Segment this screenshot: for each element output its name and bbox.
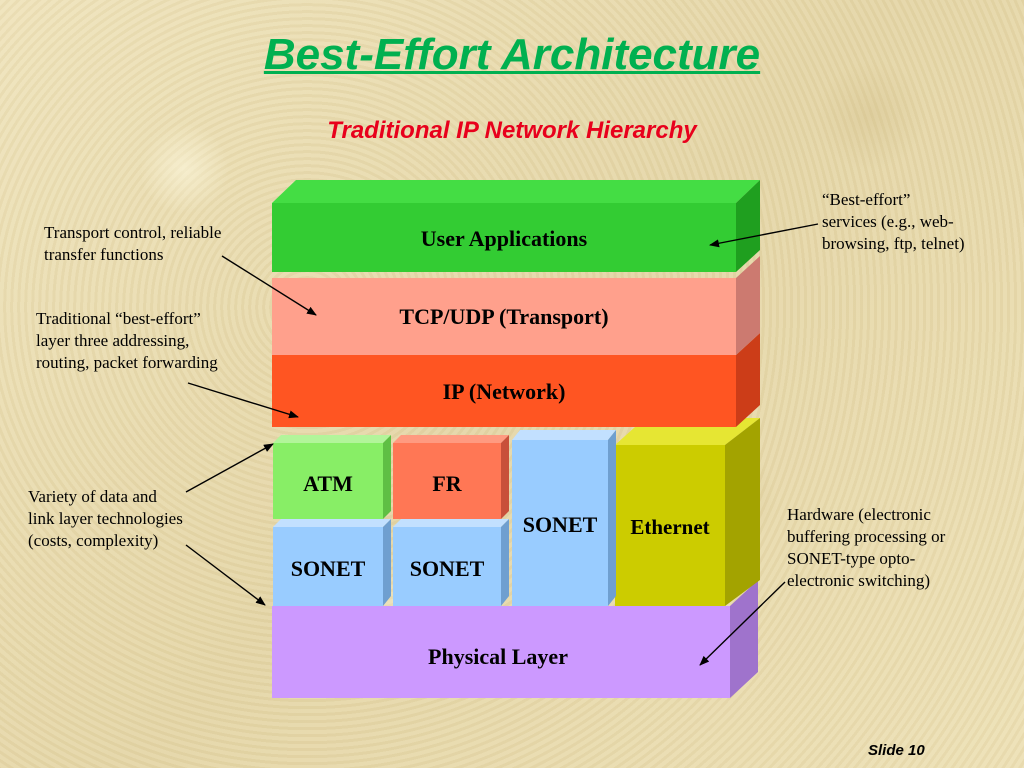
atm-block <box>273 435 391 519</box>
slide-title: Best-Effort Architecture <box>263 30 761 79</box>
arrow-hardware <box>699 581 786 666</box>
note-best-effort-services: “Best-effort” services (e.g., web- brows… <box>822 190 965 253</box>
user-applications-block <box>272 180 760 272</box>
physical-layer-block <box>272 580 758 698</box>
sonet-column-label: SONET <box>523 512 598 537</box>
arrow-best-effort-layer3 <box>187 382 299 419</box>
network-label: IP (Network) <box>443 379 566 404</box>
network-layer-block <box>272 333 760 427</box>
note-hardware: Hardware (electronic buffering processin… <box>787 505 946 590</box>
note-transport-control: Transport control, reliable transfer fun… <box>44 223 222 264</box>
note-data-link-variety: Variety of data and link layer technolog… <box>28 487 183 550</box>
slide-subtitle: Traditional IP Network Hierarchy <box>327 117 697 144</box>
fr-label: FR <box>432 471 462 496</box>
sonet-column-block <box>512 430 616 606</box>
slide-number: Slide 10 <box>868 742 925 759</box>
sonet-under-fr-block <box>393 519 509 606</box>
transport-layer-block <box>272 256 760 355</box>
arrow-data-link-to-atm <box>185 443 274 493</box>
arrow-best-effort-services <box>709 223 819 248</box>
user-applications-label: User Applications <box>421 226 588 251</box>
atm-label: ATM <box>303 471 353 496</box>
note-best-effort-layer3: Traditional “best-effort” layer three ad… <box>36 309 218 372</box>
arrow-data-link-to-sonet <box>185 544 266 606</box>
ethernet-block <box>615 418 760 606</box>
sonet-under-atm-label: SONET <box>291 556 366 581</box>
arrow-transport-control <box>221 255 317 316</box>
sonet-under-atm-block <box>273 519 391 606</box>
physical-layer-label: Physical Layer <box>428 644 568 669</box>
sonet-under-fr-label: SONET <box>410 556 485 581</box>
ethernet-label: Ethernet <box>630 515 709 539</box>
fr-block <box>393 435 509 519</box>
transport-label: TCP/UDP (Transport) <box>399 304 608 329</box>
